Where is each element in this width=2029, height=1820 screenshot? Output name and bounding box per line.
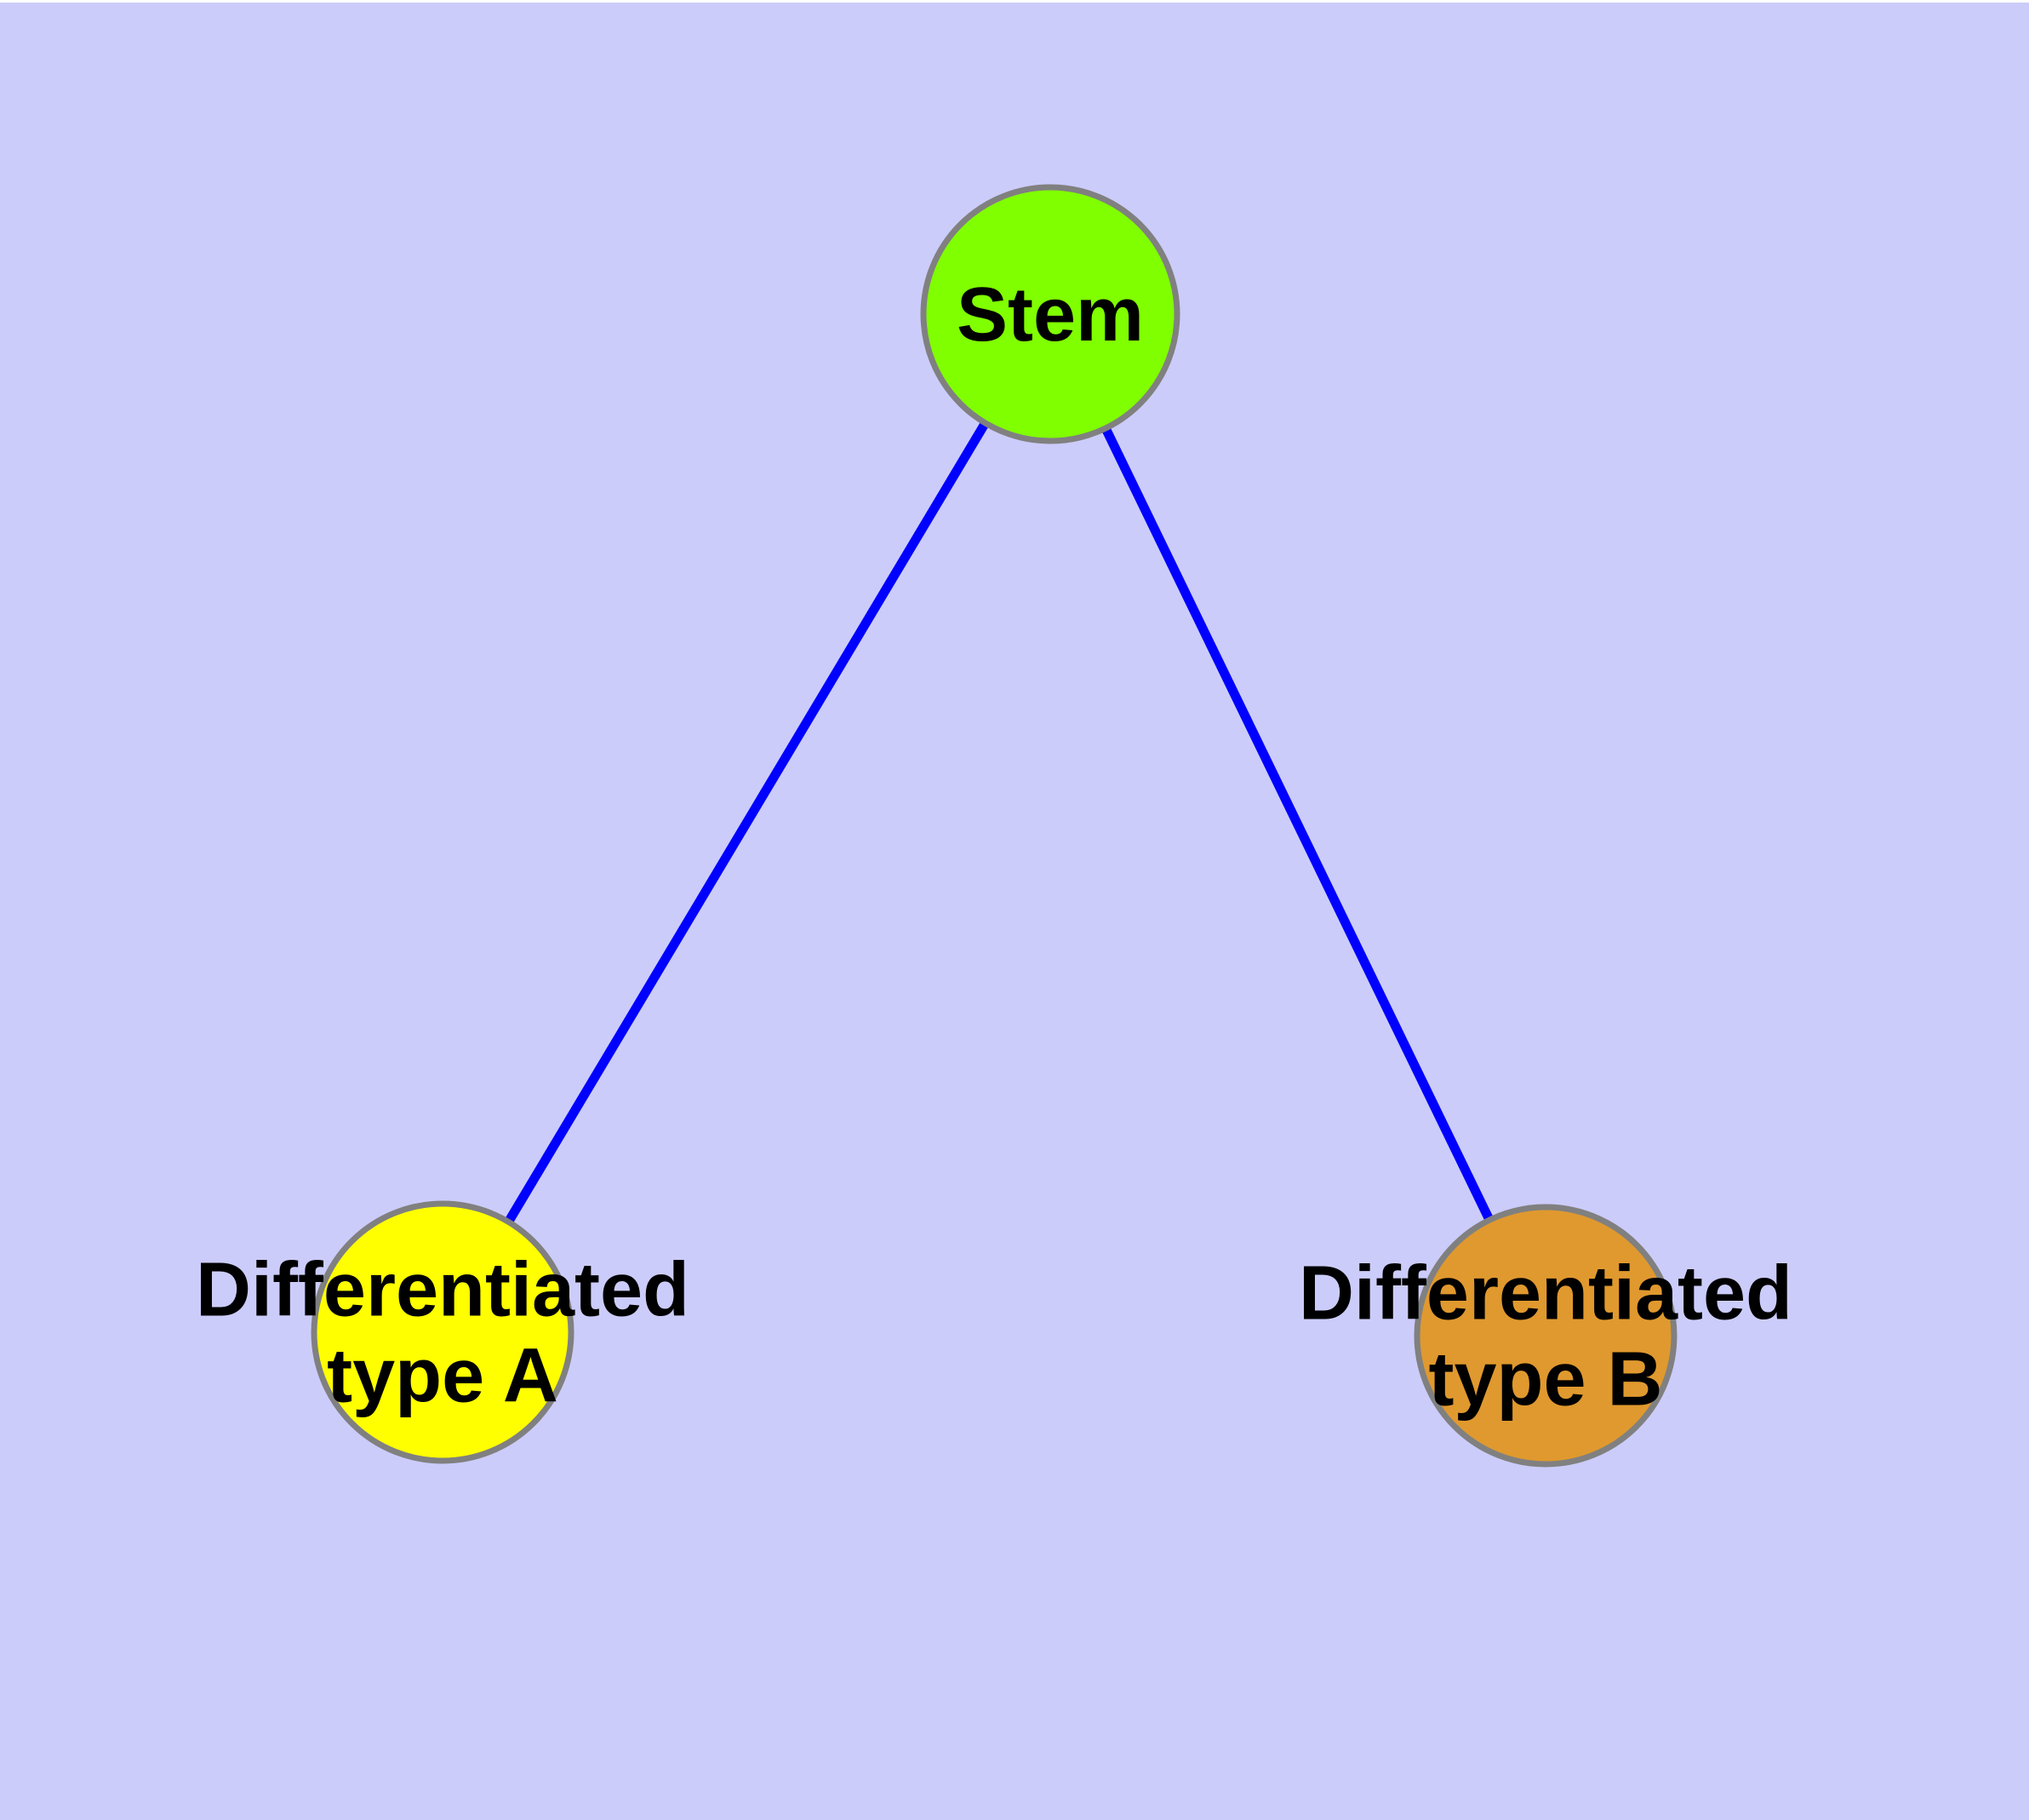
node-label-line: type B	[1428, 1336, 1662, 1422]
edge-layer	[438, 312, 1550, 1338]
edge-stem-to-differentiated-type-a[interactable]	[438, 312, 1055, 1335]
node-label-line: Differentiated	[196, 1248, 689, 1333]
node-stem-circle[interactable]	[920, 184, 1180, 444]
node-differentiated-type-a-circle[interactable]	[311, 1200, 574, 1464]
node-differentiated-type-b[interactable]	[1414, 1204, 1677, 1468]
node-label-line: Differentiated	[1299, 1251, 1792, 1336]
node-label-line: Stem	[957, 272, 1144, 358]
node-layer	[311, 184, 1677, 1468]
edge-stem-to-differentiated-type-b[interactable]	[1046, 312, 1550, 1338]
node-label-line: type A	[327, 1333, 558, 1418]
node-stem[interactable]	[920, 184, 1180, 444]
node-differentiated-type-a[interactable]	[311, 1200, 574, 1464]
node-differentiated-type-b-circle[interactable]	[1414, 1204, 1677, 1468]
node-stem-label: Stem	[957, 272, 1144, 358]
